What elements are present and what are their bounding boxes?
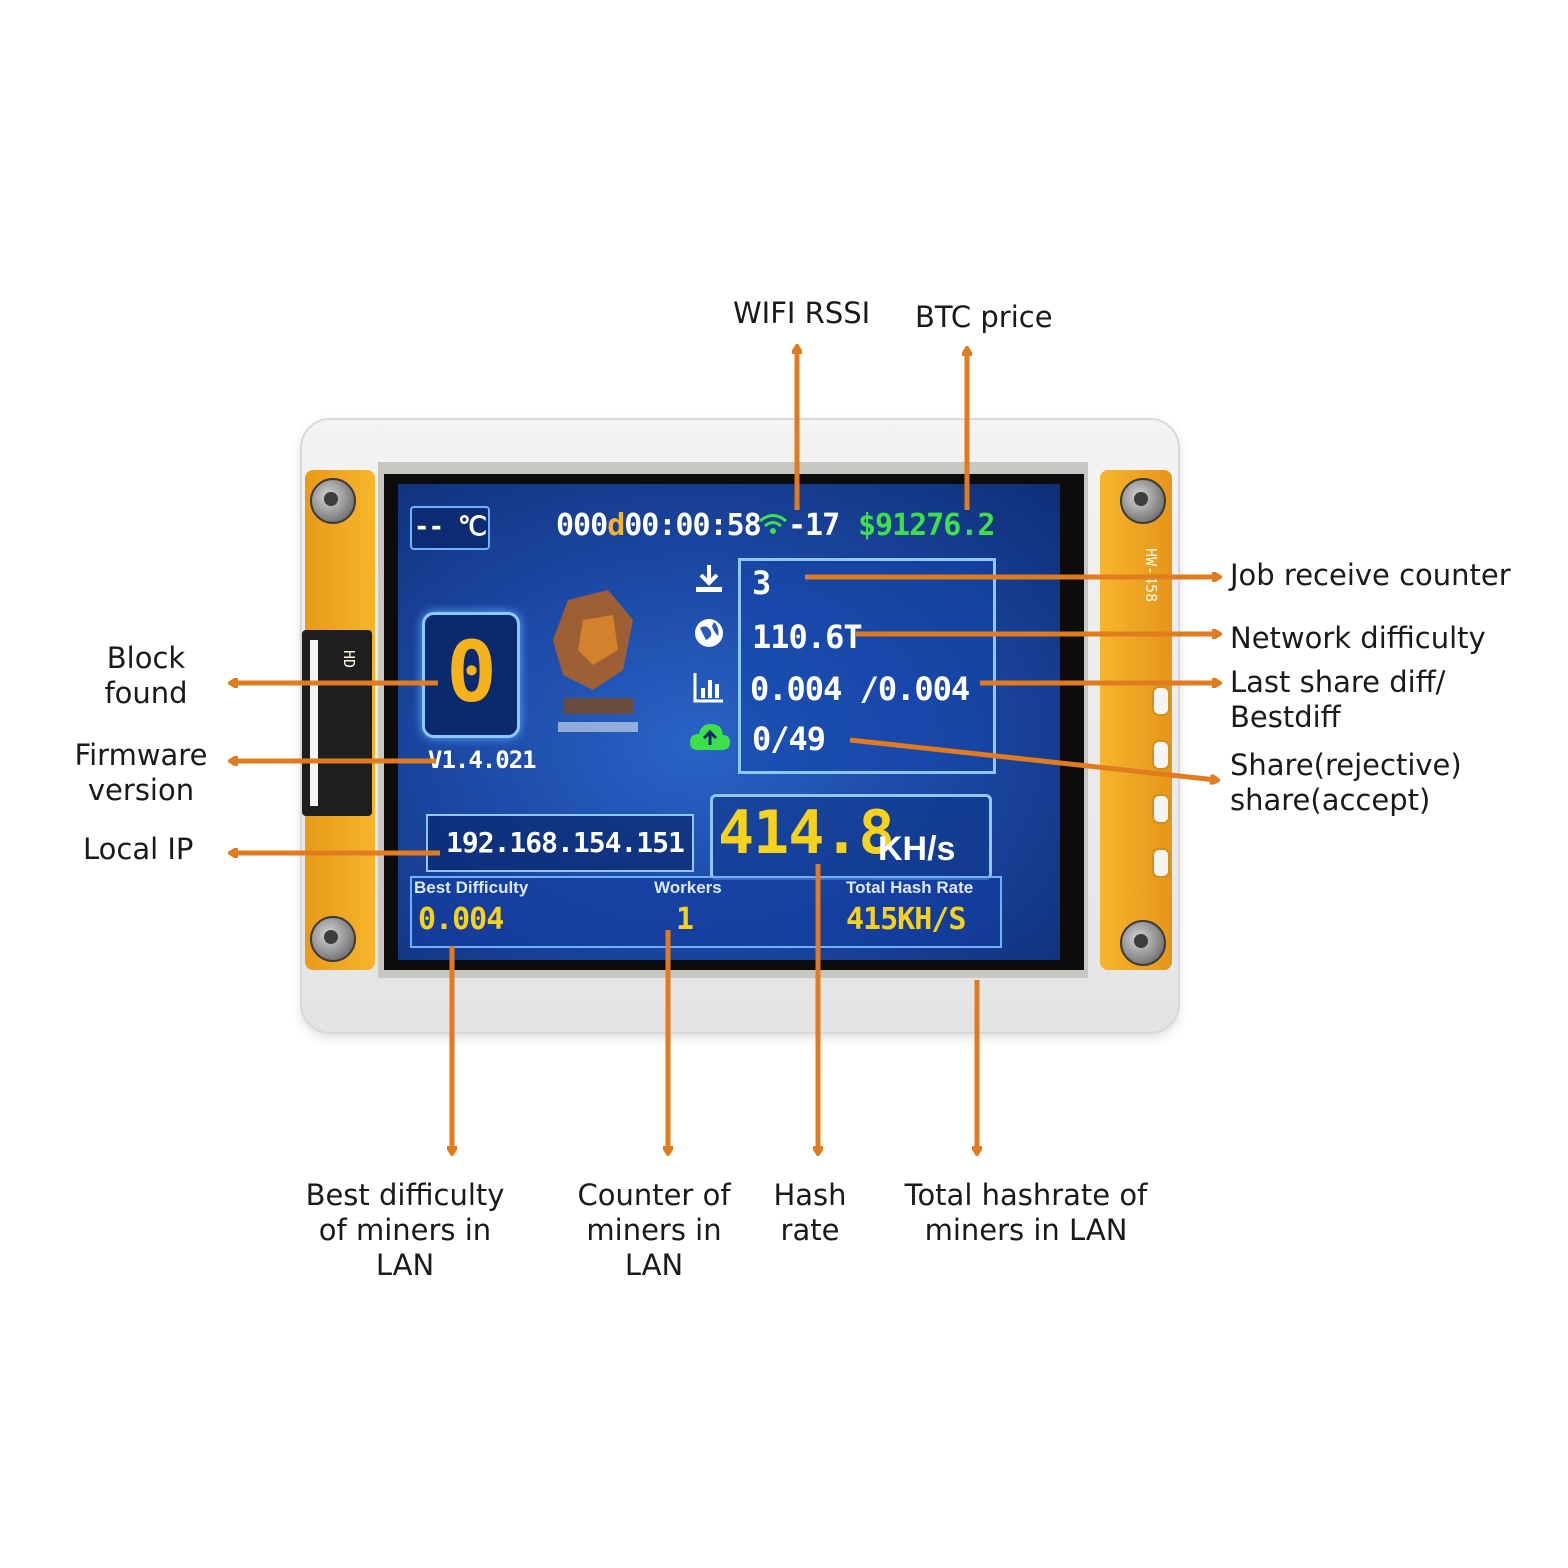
- pcb-pad: [1152, 740, 1170, 770]
- screw-bottom-left: [310, 916, 356, 962]
- stats-panel: [738, 558, 996, 774]
- callout-workers: Counter of miners in LAN: [577, 1178, 731, 1282]
- callout-local-ip: Local IP: [83, 832, 194, 866]
- workers-value: 1: [676, 902, 694, 937]
- callout-job-receive: Job receive counter: [1230, 558, 1511, 592]
- block-found-frame: [422, 612, 520, 738]
- cloud-upload-icon: [688, 720, 732, 760]
- globe-icon: [692, 616, 726, 657]
- lan-stats-footer: [410, 876, 1002, 948]
- callout-shares: Share(rejective) share(accept): [1230, 748, 1462, 817]
- total-hash-rate-label: Total Hash Rate: [846, 878, 974, 897]
- shares-value: 0/49: [752, 720, 826, 758]
- callout-hash-rate: Hash rate: [773, 1178, 847, 1247]
- pcb-pad: [1152, 794, 1170, 824]
- hashrate-unit: KH/s: [878, 830, 956, 868]
- pcb-right-edge: [1100, 470, 1172, 970]
- hashrate-value: 414.8: [718, 798, 895, 868]
- network-difficulty-value: 110.6T: [752, 618, 863, 656]
- temperature-readout: -- ℃: [410, 506, 490, 550]
- share-difficulty-value: 0.004 /0.004: [750, 670, 970, 708]
- callout-firmware: Firmware version: [74, 738, 208, 807]
- uptime-d: d: [607, 508, 625, 543]
- screw-top-right: [1120, 478, 1166, 524]
- workers-label: Workers: [654, 878, 722, 897]
- callout-best-difficulty: Best difficulty of miners in LAN: [305, 1178, 505, 1282]
- miner-display: -- ℃ 000d00:00:58 -17 $91276.2 0 V1.4.02…: [398, 484, 1060, 960]
- best-difficulty-value: 0.004: [418, 902, 504, 937]
- arrow-shares: [849, 737, 1216, 780]
- callout-wifi-rssi: WIFI RSSI: [733, 296, 871, 330]
- uptime-readout: 000d00:00:58: [556, 508, 762, 543]
- connector-tab: [310, 640, 318, 806]
- local-ip-frame: [426, 814, 694, 872]
- best-difficulty-label: Best Difficulty: [414, 878, 529, 897]
- uptime-days: 000: [556, 508, 608, 543]
- pcb-pad: [1152, 848, 1170, 878]
- callout-total-hashrate: Total hashrate of miners in LAN: [904, 1178, 1148, 1247]
- pcb-pad: [1152, 686, 1170, 716]
- firmware-version-value: V1.4.021: [428, 746, 537, 774]
- callout-network-difficulty: Network difficulty: [1230, 621, 1486, 655]
- nm-miner-logo: [538, 580, 658, 750]
- screw-bottom-right: [1120, 920, 1166, 966]
- uptime-time: 00:00:58: [624, 508, 761, 543]
- callout-block-found: Block found: [104, 641, 188, 710]
- job-counter-value: 3: [752, 564, 771, 602]
- wifi-icon: [758, 512, 788, 542]
- total-hash-rate-value: 415KH/S: [846, 902, 966, 937]
- callout-btc-price: BTC price: [915, 300, 1053, 334]
- callout-last-share: Last share diff/ Bestdiff: [1230, 665, 1446, 734]
- btc-price-value: $91276.2: [858, 508, 995, 543]
- wifi-rssi-value: -17: [788, 508, 840, 543]
- download-icon: [692, 562, 726, 603]
- local-ip-value: 192.168.154.151: [446, 826, 685, 859]
- block-found-value: 0: [446, 623, 497, 721]
- screw-top-left: [310, 478, 356, 524]
- chart-icon: [692, 670, 726, 711]
